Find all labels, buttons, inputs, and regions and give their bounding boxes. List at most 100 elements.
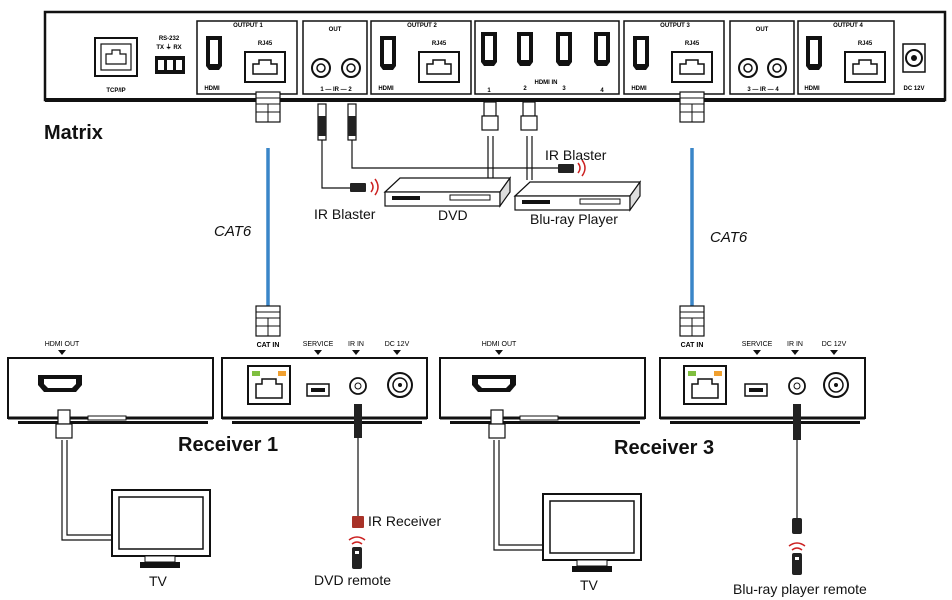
cat6-right-label: CAT6: [710, 229, 748, 246]
tv-right-label: TV: [580, 577, 598, 593]
ir-blaster-right-label: IR Blaster: [545, 147, 607, 163]
receiver3-hdmi-out-label: HDMI OUT: [482, 341, 517, 348]
receiver3-cat-in-label: CAT IN: [681, 342, 704, 349]
tv-left-icon: [111, 489, 211, 568]
ir-blaster-left-emitter: [350, 178, 379, 196]
hdmi-in-2-port: [517, 32, 533, 66]
rs232-txrx-label: TX ⏚ RX: [156, 44, 181, 51]
bluray-player-label: Blu-ray Player: [530, 211, 618, 227]
dvd-label: DVD: [438, 207, 468, 223]
output1-label: OUTPUT 1: [233, 23, 263, 29]
hdmi-plug-in-2: [520, 101, 538, 131]
output3-rj45-label: RJ45: [685, 41, 700, 47]
dvd-player: [383, 176, 512, 208]
bluray-player: [513, 180, 642, 212]
tv-right-icon: [542, 493, 642, 572]
rj45-plug-receiver3: [679, 305, 705, 337]
matrix-dc-jack: [902, 43, 926, 73]
output4-hdmi-label: HDMI: [804, 86, 820, 92]
bluray-remote-icon: [788, 542, 806, 575]
tcpip-label: TCP/IP: [106, 88, 125, 94]
ir-receiver-device: [352, 516, 364, 528]
receiver3-dc12v-arrow: [830, 350, 838, 355]
tcpip-port: [94, 37, 138, 77]
ir-plug-2-body: [348, 116, 356, 136]
ir-receiver-plug-1: [354, 404, 362, 438]
ir-out-1-jack: [311, 58, 331, 78]
hdmi-in-box: [474, 20, 620, 95]
output3-hdmi-label: HDMI: [631, 86, 647, 92]
ir-receiver-label: IR Receiver: [368, 513, 442, 529]
hdmi-plug-receiver1: [55, 409, 73, 439]
ir-blaster-right-emitter: [558, 159, 586, 177]
hdmi-output4-port: [806, 36, 822, 70]
rj45-plug-receiver1: [255, 305, 281, 337]
hdmi-in-label: HDMI IN: [535, 80, 558, 86]
cables: [61, 136, 798, 551]
hdmi-output1-port: [206, 36, 222, 70]
receiver1-service-arrow: [314, 350, 322, 355]
receiver3-label: Receiver 3: [614, 437, 715, 459]
receiver1-hdmi-out-arrow: [58, 350, 66, 355]
output1-box: [196, 20, 298, 95]
ir-receiver-3-end: [792, 518, 802, 534]
hdmi-output2-port: [380, 36, 396, 70]
output3-box: [623, 20, 725, 95]
ir-out-12-label: OUT: [329, 27, 342, 33]
hdmi-plug-in-1: [481, 101, 499, 131]
receiver1-hdmi-side: [7, 357, 214, 424]
output4-box: [797, 20, 895, 95]
output2-label: OUTPUT 2: [407, 23, 437, 29]
matrix-unit: TCP/IP RS-232 TX ⏚ RX OUTPUT 1 HDMI RJ45…: [43, 10, 947, 102]
rj45-plug-matrix-right: [679, 91, 705, 123]
ir-out-3-jack: [738, 58, 758, 78]
matrix-label: Matrix: [44, 122, 103, 144]
ir-out-34-label: OUT: [756, 27, 769, 33]
rj45-output2-port: [418, 51, 460, 83]
rs232-label: RS-232: [159, 36, 180, 42]
ir-blaster-left-label: IR Blaster: [314, 206, 376, 222]
receiver3-service-arrow: [753, 350, 761, 355]
receiver1-hdmi-out-label: HDMI OUT: [45, 341, 80, 348]
hdmi-in-4-label: 4: [600, 88, 604, 94]
receiver3-hdmi-side: [439, 357, 646, 424]
cat6-left-label: CAT6: [214, 223, 252, 240]
ir-out-12-box: [302, 20, 368, 95]
hdmi-plug-receiver3: [488, 409, 506, 439]
hdmi-in-3-label: 3: [562, 86, 566, 92]
receiver1-service-label: SERVICE: [303, 341, 334, 348]
matrix-dc12v-label: DC 12V: [903, 86, 924, 92]
receiver1-dc12v-label: DC 12V: [385, 341, 410, 348]
ir-12-label: 1 — IR — 2: [320, 87, 352, 93]
output3-label: OUTPUT 3: [660, 23, 690, 29]
hdmi-in-3-port: [556, 32, 572, 66]
receiver1-dc12v-arrow: [393, 350, 401, 355]
output2-rj45-label: RJ45: [432, 41, 447, 47]
receiver3-service-label: SERVICE: [742, 341, 773, 348]
dvd-remote-label: DVD remote: [314, 572, 392, 588]
hdmi-in-1-port: [481, 32, 497, 66]
dvd-remote-icon: [348, 536, 366, 569]
output2-box: [370, 20, 472, 95]
ir-out-4-jack: [767, 58, 787, 78]
output4-label: OUTPUT 4: [833, 23, 863, 29]
receiver1-cat-in-label: CAT IN: [257, 342, 280, 349]
rj45-plug-matrix-left: [255, 91, 281, 123]
receiver1-label: Receiver 1: [178, 434, 279, 456]
hdmi-in-1-label: 1: [487, 88, 491, 94]
ir-34-label: 3 — IR — 4: [747, 87, 779, 93]
receiver3-ir-in-arrow: [791, 350, 799, 355]
receiver1-cat-side: [221, 357, 428, 424]
output2-hdmi-label: HDMI: [378, 86, 394, 92]
rj45-output1-port: [244, 51, 286, 83]
rj45-output4-port: [844, 51, 886, 83]
receiver3-ir-in-label: IR IN: [787, 341, 803, 348]
ir-out-34-box: [729, 20, 795, 95]
hdmi-in-4-port: [594, 32, 610, 66]
hdmi-output3-port: [633, 36, 649, 70]
receiver1-ir-in-label: IR IN: [348, 341, 364, 348]
receiver3-dc12v-label: DC 12V: [822, 341, 847, 348]
output1-rj45-label: RJ45: [258, 41, 273, 47]
rs232-terminal: [155, 56, 185, 74]
